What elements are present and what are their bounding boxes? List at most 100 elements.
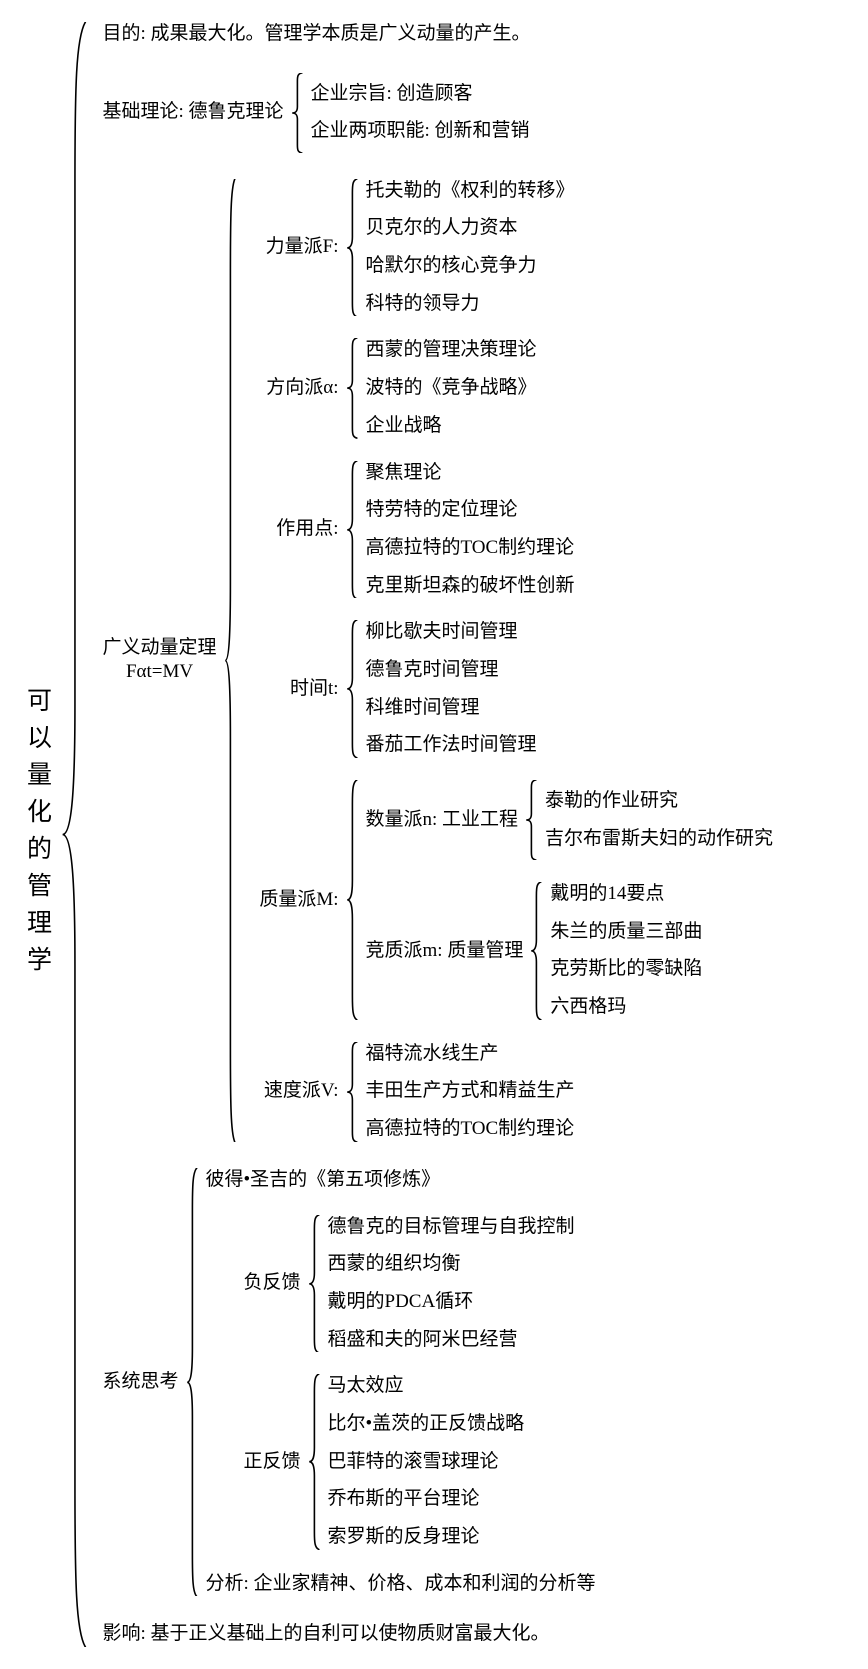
- node-label: 托夫勒的《权利的转移》: [365, 179, 575, 201]
- node-label: 基础理论: 德鲁克理论: [102, 101, 284, 123]
- branch-node: 正反馈马太效应比尔•盖茨的正反馈战略巴菲特的滚雪球理论乔布斯的平台理论索罗斯的反…: [204, 1374, 601, 1549]
- children-group: 泰勒的作业研究吉尔布雷斯夫妇的动作研究: [539, 789, 778, 851]
- curly-brace-connector: [306, 1374, 322, 1549]
- node-label: 贝克尔的人力资本: [365, 217, 518, 239]
- leaf-node: 贝克尔的人力资本: [364, 216, 580, 241]
- children-group: 企业宗旨: 创造顾客企业两项职能: 创新和营销: [305, 82, 535, 144]
- node-label: 番茄工作法时间管理: [365, 734, 537, 756]
- leaf-node: 分析: 企业家精神、价格、成本和利润的分析等: [204, 1572, 601, 1597]
- node-label: 企业两项职能: 创新和营销: [310, 120, 530, 142]
- curly-brace-connector: [344, 179, 360, 317]
- leaf-node: 哈默尔的核心竞争力: [364, 254, 580, 279]
- node-label: 分析: 企业家精神、价格、成本和利润的分析等: [205, 1572, 596, 1594]
- node-label: 企业战略: [365, 414, 442, 436]
- node-label: 泰勒的作业研究: [545, 789, 679, 811]
- leaf-node: 丰田生产方式和精益生产: [364, 1079, 580, 1104]
- curly-brace-connector: [344, 338, 360, 438]
- leaf-node: 科特的领导力: [364, 292, 580, 317]
- leaf-node: 彼得•圣吉的《第五项修炼》: [204, 1168, 601, 1193]
- node-label: 克里斯坦森的破坏性创新: [365, 574, 575, 596]
- curly-brace-connector: [344, 1042, 360, 1142]
- curly-brace-connector: [528, 882, 544, 1020]
- leaf-node: 托夫勒的《权利的转移》: [364, 179, 580, 204]
- branch-node: 方向派α: 西蒙的管理决策理论波特的《竞争战略》企业战略: [242, 338, 779, 438]
- node-label: 德鲁克时间管理: [365, 658, 499, 680]
- leaf-node: 企业两项职能: 创新和营销: [309, 119, 535, 144]
- node-label: 福特流水线生产: [365, 1042, 499, 1064]
- node-label: 目的: 成果最大化。管理学本质是广义动量的产生。: [102, 23, 531, 44]
- node-label: 科维时间管理: [365, 696, 480, 718]
- node-label: 柳比歇夫时间管理: [365, 621, 518, 643]
- node-label: 数量派n: 工业工程: [365, 808, 519, 830]
- node-label: 负反馈: [243, 1272, 301, 1294]
- node-label: 德鲁克的目标管理与自我控制: [327, 1215, 575, 1237]
- leaf-node: 西蒙的管理决策理论: [364, 338, 542, 363]
- node-label: 索罗斯的反身理论: [327, 1526, 480, 1547]
- leaf-node: 泰勒的作业研究: [543, 789, 778, 814]
- leaf-node: 高德拉特的TOC制约理论: [364, 536, 580, 561]
- leaf-node: 索罗斯的反身理论: [326, 1525, 530, 1550]
- node-label: 速度派V:: [263, 1080, 339, 1102]
- leaf-node: 高德拉特的TOC制约理论: [364, 1117, 580, 1142]
- node-label: 系统思考: [102, 1370, 179, 1392]
- leaf-node: 稻盛和夫的阿米巴经营: [326, 1328, 580, 1353]
- node-label: 正反馈: [243, 1450, 301, 1472]
- leaf-node: 戴明的PDCA循环: [326, 1290, 580, 1315]
- leaf-node: 克劳斯比的零缺陷: [548, 957, 707, 982]
- node-label: 波特的《竞争战略》: [365, 377, 537, 399]
- curly-brace-connector: [184, 1168, 200, 1597]
- branch-node: 基础理论: 德鲁克理论企业宗旨: 创造顾客企业两项职能: 创新和营销: [101, 73, 779, 153]
- leaf-node: 德鲁克时间管理: [364, 658, 542, 683]
- children-group: 彼得•圣吉的《第五项修炼》负反馈德鲁克的目标管理与自我控制西蒙的组织均衡戴明的P…: [200, 1168, 601, 1597]
- node-label: 影响: 基于正义基础上的自利可以使物质财富最大化。: [102, 1623, 550, 1645]
- children-group: 马太效应比尔•盖茨的正反馈战略巴菲特的滚雪球理论乔布斯的平台理论索罗斯的反身理论: [322, 1374, 530, 1549]
- leaf-node: 巴菲特的滚雪球理论: [326, 1450, 530, 1475]
- leaf-node: 企业宗旨: 创造顾客: [309, 82, 535, 107]
- leaf-node: 德鲁克的目标管理与自我控制: [326, 1215, 580, 1240]
- leaf-node: 目的: 成果最大化。管理学本质是广义动量的产生。: [101, 22, 779, 47]
- node-label: 六西格玛: [550, 996, 627, 1018]
- leaf-node: 特劳特的定位理论: [364, 498, 580, 523]
- node-label: 西蒙的组织均衡: [327, 1253, 461, 1275]
- branch-node: 系统思考彼得•圣吉的《第五项修炼》负反馈德鲁克的目标管理与自我控制西蒙的组织均衡…: [101, 1168, 779, 1597]
- curly-brace-connector: [344, 780, 360, 1020]
- children-group: 托夫勒的《权利的转移》贝克尔的人力资本哈默尔的核心竞争力科特的领导力: [360, 179, 580, 317]
- leaf-node: 乔布斯的平台理论: [326, 1487, 530, 1512]
- branch-node: 力量派F:托夫勒的《权利的转移》贝克尔的人力资本哈默尔的核心竞争力科特的领导力: [242, 179, 779, 317]
- node-label: 企业宗旨: 创造顾客: [310, 82, 473, 104]
- branch-node: 速度派V: 福特流水线生产丰田生产方式和精益生产高德拉特的TOC制约理论: [242, 1042, 779, 1142]
- curly-brace-connector: [289, 73, 305, 153]
- branch-node: 作用点: 聚焦理论特劳特的定位理论高德拉特的TOC制约理论克里斯坦森的破坏性创新: [242, 461, 779, 599]
- leaf-node: 马太效应: [326, 1374, 530, 1399]
- leaf-node: 聚焦理论: [364, 461, 580, 486]
- children-group: 西蒙的管理决策理论波特的《竞争战略》企业战略: [360, 338, 542, 438]
- node-label: 时间t:: [289, 677, 339, 699]
- leaf-node: 戴明的14要点: [548, 882, 707, 907]
- node-label: 马太效应: [327, 1375, 404, 1397]
- branch-node: 质量派M:数量派n: 工业工程泰勒的作业研究吉尔布雷斯夫妇的动作研究竞质派m: …: [242, 780, 779, 1020]
- curly-brace-connector: [344, 620, 360, 758]
- curly-brace-connector: [222, 179, 238, 1142]
- node-label: 吉尔布雷斯夫妇的动作研究: [545, 827, 774, 849]
- children-group: 戴明的14要点朱兰的质量三部曲克劳斯比的零缺陷六西格玛: [544, 882, 707, 1020]
- children-group: 福特流水线生产丰田生产方式和精益生产高德拉特的TOC制约理论: [360, 1042, 580, 1142]
- node-label: 戴明的14要点: [550, 883, 665, 904]
- node-label: 克劳斯比的零缺陷: [550, 958, 703, 980]
- curly-brace-connector: [55, 22, 93, 1647]
- node-label: 作用点:: [276, 518, 339, 540]
- node-label: 彼得•圣吉的《第五项修炼》: [205, 1168, 441, 1190]
- node-label: 比尔•盖茨的正反馈战略: [327, 1412, 525, 1434]
- children-group: 聚焦理论特劳特的定位理论高德拉特的TOC制约理论克里斯坦森的破坏性创新: [360, 461, 580, 599]
- children-group: 柳比歇夫时间管理德鲁克时间管理科维时间管理番茄工作法时间管理: [360, 620, 542, 758]
- branch-node: 时间t: 柳比歇夫时间管理德鲁克时间管理科维时间管理番茄工作法时间管理: [242, 620, 779, 758]
- root-label: 可以量化的管理学: [23, 686, 51, 983]
- branch-node: 负反馈德鲁克的目标管理与自我控制西蒙的组织均衡戴明的PDCA循环稻盛和夫的阿米巴…: [204, 1215, 601, 1353]
- branch-node: 竞质派m: 质量管理戴明的14要点朱兰的质量三部曲克劳斯比的零缺陷六西格玛: [364, 882, 779, 1020]
- children-group: 德鲁克的目标管理与自我控制西蒙的组织均衡戴明的PDCA循环稻盛和夫的阿米巴经营: [322, 1215, 580, 1353]
- leaf-node: 六西格玛: [548, 995, 707, 1020]
- node-label: 高德拉特的TOC制约理论: [365, 1118, 575, 1140]
- curly-brace-connector: [306, 1215, 322, 1353]
- node-label: 乔布斯的平台理论: [327, 1488, 480, 1510]
- node-label: 方向派α:: [266, 377, 339, 399]
